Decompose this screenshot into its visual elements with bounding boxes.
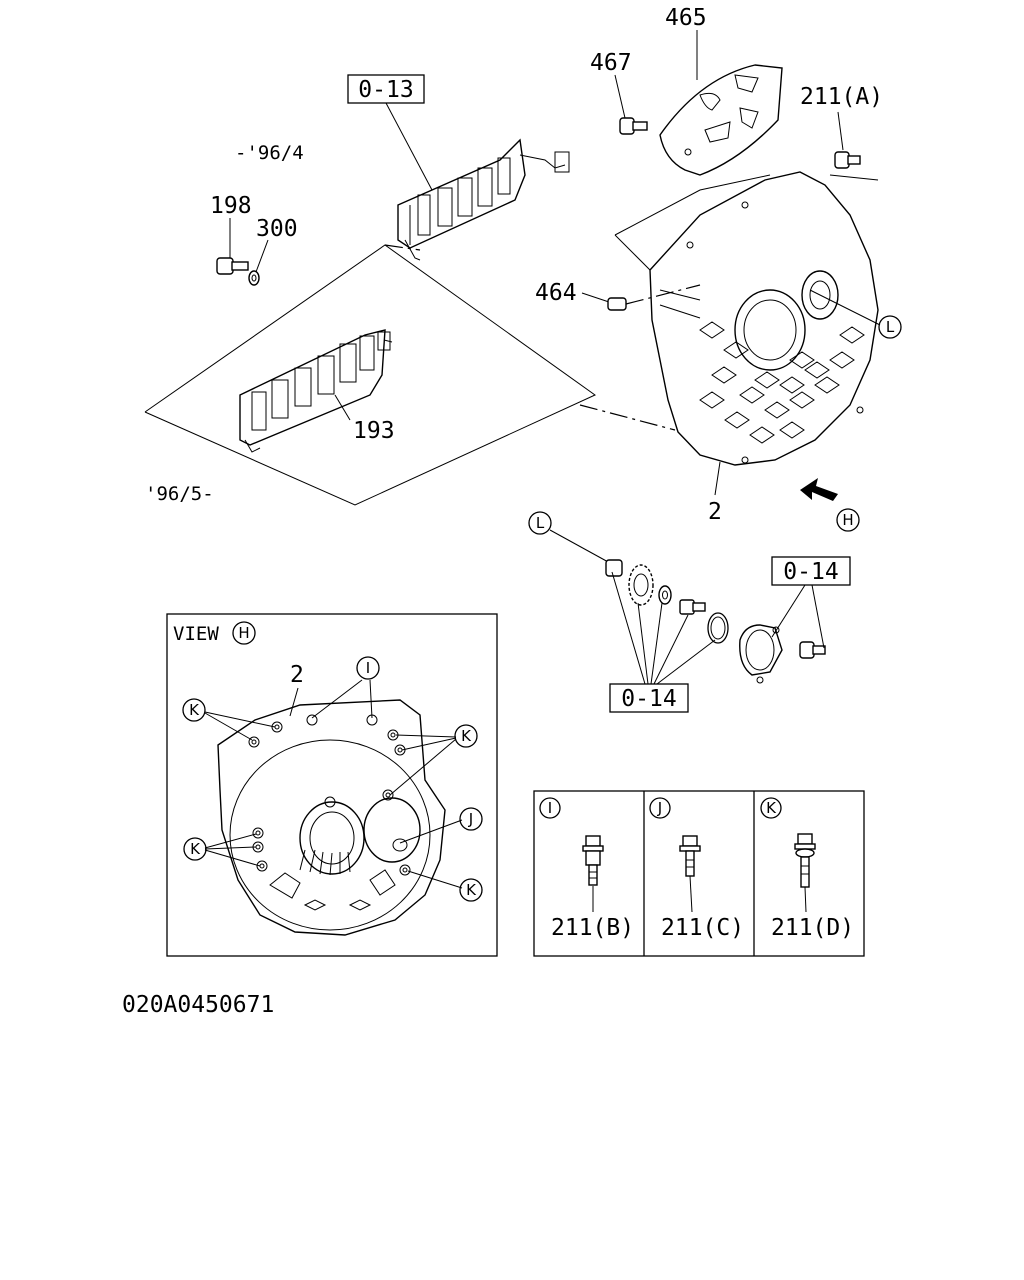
- callout-L-housing[interactable]: L: [878, 315, 902, 339]
- svg-text:0-14: 0-14: [783, 559, 838, 585]
- cover-plate-465: [659, 64, 783, 176]
- callout-K-view-top-left[interactable]: K: [182, 698, 206, 722]
- spacer-plate-193: [239, 329, 393, 453]
- svg-text:I: I: [366, 659, 370, 677]
- view-direction-arrow-icon: [800, 478, 838, 501]
- part-label-198: 198: [210, 193, 252, 219]
- callout-K-legend[interactable]: K: [760, 797, 782, 819]
- svg-text:H: H: [238, 624, 249, 642]
- assembly-plane-outline: [144, 244, 676, 506]
- bolt-467-icon: [619, 117, 648, 135]
- cover-bolt-icon: [799, 641, 826, 659]
- nut-icon: [605, 559, 623, 577]
- ref-box-0-13[interactable]: 0-13: [347, 74, 425, 104]
- svg-text:K: K: [466, 881, 477, 899]
- bolt-211b-icon: [582, 835, 604, 886]
- washer-300-icon: [248, 270, 260, 286]
- dowel-pin-464-icon: [607, 297, 627, 311]
- ref-box-0-14-top[interactable]: 0-14: [771, 556, 851, 586]
- svg-text:0-14: 0-14: [621, 686, 676, 712]
- callout-I-legend[interactable]: I: [539, 797, 561, 819]
- callout-I-view[interactable]: I: [356, 656, 380, 680]
- callout-K-view-right[interactable]: K: [454, 724, 478, 748]
- o-ring-icon: [707, 612, 729, 644]
- part-label-211b: 211(B): [551, 915, 634, 941]
- callout-H-arrow[interactable]: H: [836, 508, 860, 532]
- view-h-panel: VIEW H 2 I: [166, 613, 498, 957]
- svg-text:K: K: [190, 840, 201, 858]
- part-label-211d: 211(D): [771, 915, 854, 941]
- svg-text:K: K: [189, 701, 200, 719]
- date-range-upper: -'96/4: [235, 142, 304, 164]
- spacer-plate-upper: [397, 138, 570, 261]
- view-title: VIEW: [173, 623, 219, 645]
- svg-text:L: L: [886, 318, 895, 336]
- part-label-465: 465: [665, 5, 707, 31]
- callout-H-view[interactable]: H: [232, 621, 256, 645]
- part-label-211c: 211(C): [661, 915, 744, 941]
- svg-text:J: J: [468, 810, 473, 828]
- part-label-193: 193: [353, 418, 395, 444]
- ref-label-0-13: 0-13: [358, 77, 413, 103]
- callout-J-view[interactable]: J: [459, 807, 483, 831]
- bolt-legend-table: I 211(B) J 211(C) K: [533, 790, 865, 957]
- shaft-bolt-icon: [679, 599, 706, 615]
- bolt-198-icon: [216, 257, 249, 275]
- date-range-lower: '96/5-: [145, 483, 214, 505]
- bolt-211a-icon: [834, 151, 861, 169]
- part-label-211a: 211(A): [800, 84, 883, 110]
- ref-box-0-14-bottom[interactable]: 0-14: [609, 683, 689, 713]
- svg-text:H: H: [842, 511, 853, 529]
- bolt-211c-icon: [679, 835, 701, 877]
- callout-L-gear[interactable]: L: [528, 511, 552, 535]
- callout-K-view-bottom[interactable]: K: [459, 878, 483, 902]
- washer-icon: [658, 585, 672, 605]
- housing-honeycomb-ribs: [699, 321, 865, 444]
- svg-text:K: K: [461, 727, 472, 745]
- part-label-2: 2: [708, 499, 722, 525]
- svg-text:K: K: [766, 799, 777, 817]
- flywheel-housing-2: [614, 171, 879, 466]
- bearing-cover-icon: [739, 624, 783, 684]
- callout-K-view-left[interactable]: K: [183, 837, 207, 861]
- bolt-211d-icon: [794, 833, 816, 888]
- drawing-code: 020A0450671: [122, 992, 274, 1018]
- svg-text:J: J: [657, 799, 662, 817]
- part-label-464: 464: [535, 280, 577, 306]
- part-label-467: 467: [590, 50, 632, 76]
- view-part-label-2: 2: [290, 662, 304, 688]
- svg-text:L: L: [536, 514, 545, 532]
- part-label-300: 300: [256, 216, 298, 242]
- callout-J-legend[interactable]: J: [649, 797, 671, 819]
- gear-icon: [628, 564, 654, 606]
- svg-text:I: I: [548, 799, 552, 817]
